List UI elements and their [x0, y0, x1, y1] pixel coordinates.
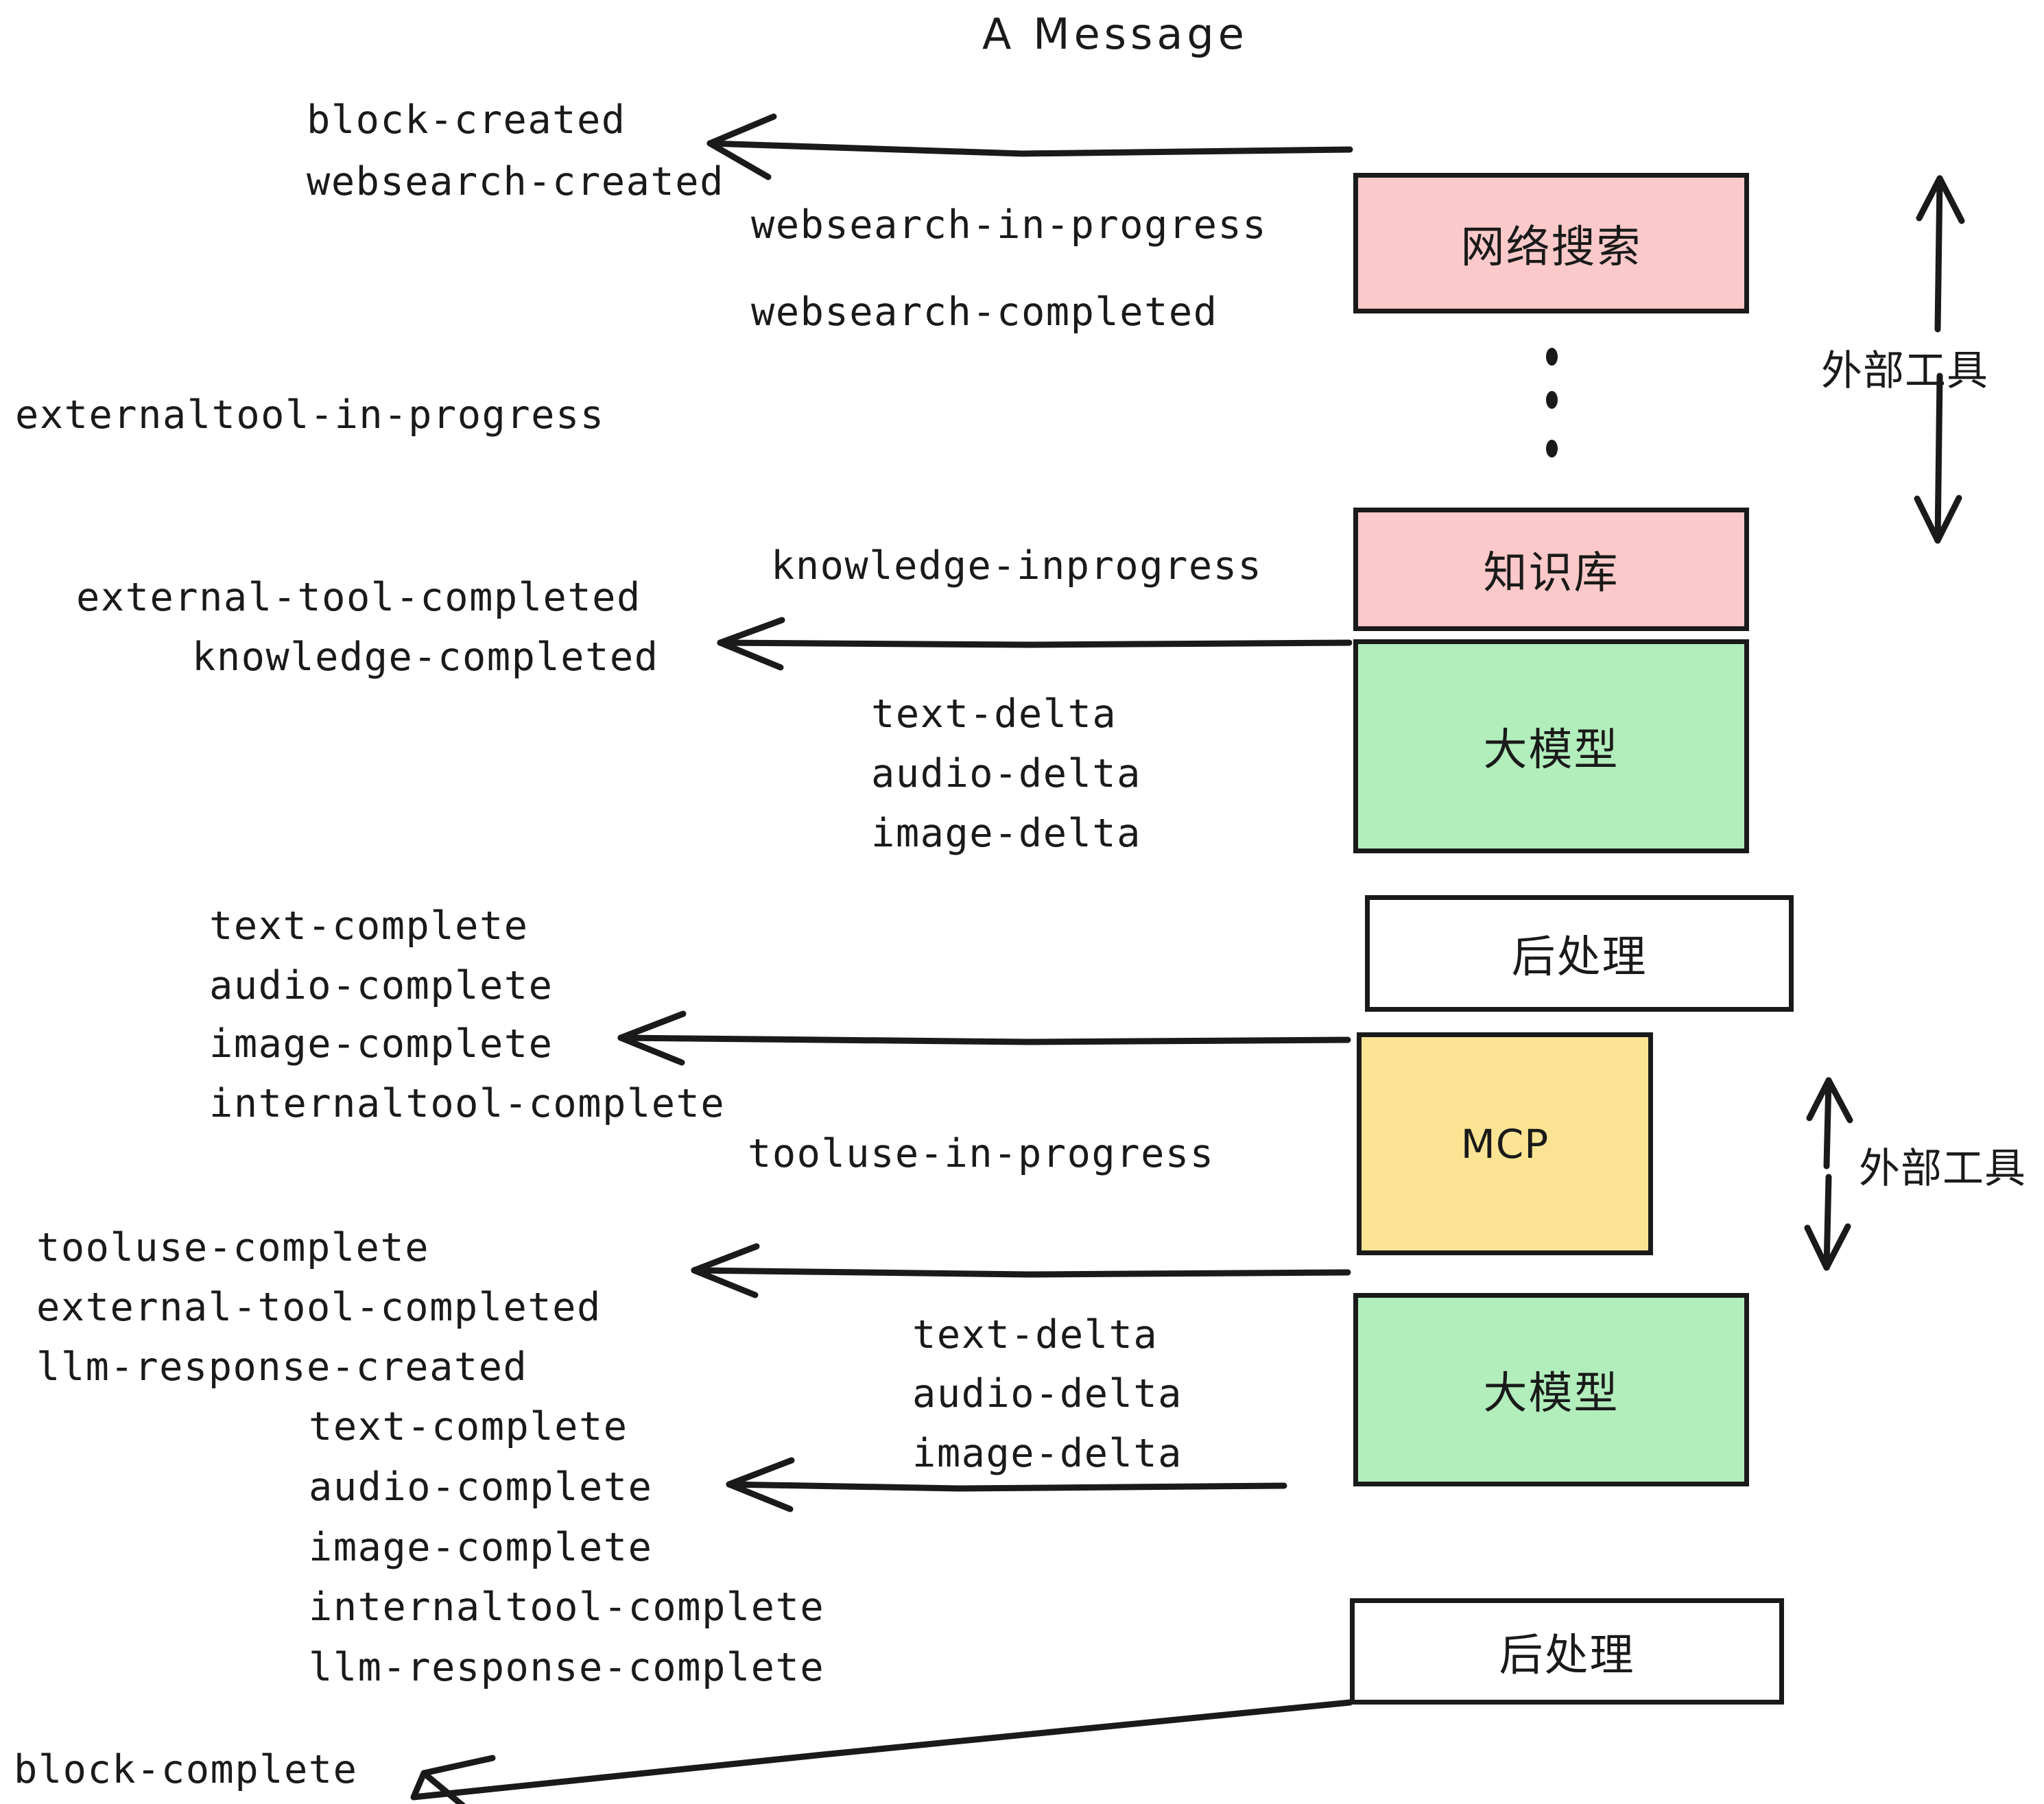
- external-tools-bracket-bottom: [1804, 1077, 1853, 1271]
- node-box-knowledgebase[interactable]: 知识库: [1353, 508, 1749, 631]
- event-external-tool-completed-1: external-tool-completed: [76, 575, 641, 620]
- event-tooluse-complete: tooluse-complete: [36, 1225, 430, 1270]
- event-audio-delta-2: audio-delta: [912, 1371, 1183, 1416]
- event-internaltool-complete-1: internaltool-complete: [209, 1081, 726, 1126]
- diagram-title: A Message: [982, 9, 1248, 59]
- event-audio-delta-1: audio-delta: [871, 751, 1141, 796]
- node-label-postprocess-2: 后处理: [1499, 1630, 1635, 1681]
- ellipsis-dot-2: [1546, 391, 1558, 409]
- event-text-delta-2: text-delta: [912, 1312, 1158, 1357]
- event-externaltool-in-progress: externaltool-in-progress: [15, 392, 605, 438]
- arrow-llm-to-imagecomplete: [617, 1010, 1351, 1066]
- event-tooluse-in-progress: tooluse-in-progress: [748, 1131, 1215, 1176]
- external-tools-bracket-top: [1914, 175, 1965, 544]
- node-box-websearch[interactable]: 网络搜索: [1353, 173, 1749, 313]
- event-image-delta-1: image-delta: [871, 811, 1141, 856]
- event-text-delta-1: text-delta: [871, 691, 1117, 737]
- event-llm-response-complete: llm-response-complete: [309, 1645, 825, 1690]
- side-label-external-tools-top: 外部工具: [1821, 347, 1988, 395]
- event-image-complete-1: image-complete: [209, 1021, 554, 1067]
- side-label-external-tools-bottom: 外部工具: [1859, 1145, 2026, 1193]
- event-text-complete-1: text-complete: [209, 903, 529, 949]
- node-box-postprocess-2[interactable]: 后处理: [1350, 1598, 1784, 1705]
- node-box-mcp[interactable]: MCP: [1357, 1032, 1653, 1255]
- node-label-websearch: 网络搜索: [1460, 222, 1642, 273]
- arrow-websearch-to-blockcreated: [706, 113, 1353, 180]
- node-label-mcp: MCP: [1460, 1120, 1549, 1167]
- node-label-llm-2: 大模型: [1483, 1368, 1619, 1419]
- event-block-complete: block-complete: [14, 1747, 358, 1792]
- event-llm-response-created: llm-response-created: [36, 1344, 528, 1390]
- event-external-tool-completed-2: external-tool-completed: [36, 1285, 602, 1330]
- event-audio-complete-1: audio-complete: [209, 963, 554, 1008]
- event-block-created: block-created: [307, 97, 626, 143]
- ellipsis-dot-3: [1546, 440, 1558, 458]
- node-box-postprocess-1[interactable]: 后处理: [1365, 895, 1794, 1012]
- event-knowledge-inprogress: knowledge-inprogress: [771, 543, 1263, 589]
- event-knowledge-completed: knowledge-completed: [192, 634, 659, 680]
- event-text-complete-2: text-complete: [309, 1404, 628, 1449]
- event-internaltool-complete-2: internaltool-complete: [309, 1585, 825, 1630]
- node-label-postprocess-1: 后处理: [1511, 932, 1648, 983]
- event-image-complete-2: image-complete: [309, 1525, 653, 1570]
- node-box-llm-1[interactable]: 大模型: [1353, 639, 1749, 853]
- arrow-llm2-to-audiocomplete: [726, 1457, 1287, 1512]
- event-image-delta-2: image-delta: [912, 1431, 1183, 1476]
- arrow-knowledge-to-completed: [717, 617, 1353, 671]
- event-audio-complete-2: audio-complete: [309, 1464, 653, 1510]
- node-box-llm-2[interactable]: 大模型: [1353, 1293, 1749, 1486]
- node-label-knowledgebase: 知识库: [1483, 548, 1619, 599]
- arrow-mcp-to-tooluse-complete: [691, 1243, 1351, 1298]
- event-websearch-in-progress: websearch-in-progress: [751, 202, 1268, 248]
- event-websearch-completed: websearch-completed: [751, 289, 1218, 335]
- node-label-llm-1: 大模型: [1483, 725, 1619, 776]
- event-websearch-created: websearch-created: [307, 159, 724, 204]
- ellipsis-dot-1: [1546, 348, 1558, 366]
- arrow-postprocess-to-blockcomplete: [410, 1699, 1353, 1804]
